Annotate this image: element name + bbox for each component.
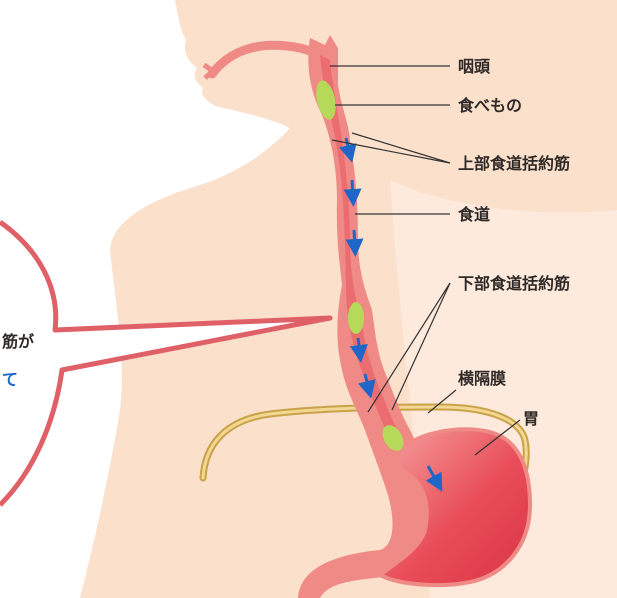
- down-arrow-icon: [358, 338, 360, 354]
- down-arrow-icon: [354, 230, 355, 248]
- label-stomach: 胃: [523, 409, 539, 428]
- bubble-text-line2: て: [2, 370, 18, 389]
- down-arrow-icon: [352, 180, 353, 198]
- bubble-text-line1: 筋が: [1, 332, 34, 351]
- label-pharynx: 咽頭: [458, 57, 491, 76]
- food-bolus-mid: [348, 302, 364, 334]
- label-lower-sphincter: 下部食道括約筋: [458, 274, 570, 293]
- label-upper-sphincter: 上部食道括約筋: [458, 154, 570, 173]
- label-esophagus: 食道: [457, 205, 490, 224]
- label-food: 食べもの: [457, 96, 522, 115]
- label-diaphragm: 横隔膜: [458, 369, 506, 388]
